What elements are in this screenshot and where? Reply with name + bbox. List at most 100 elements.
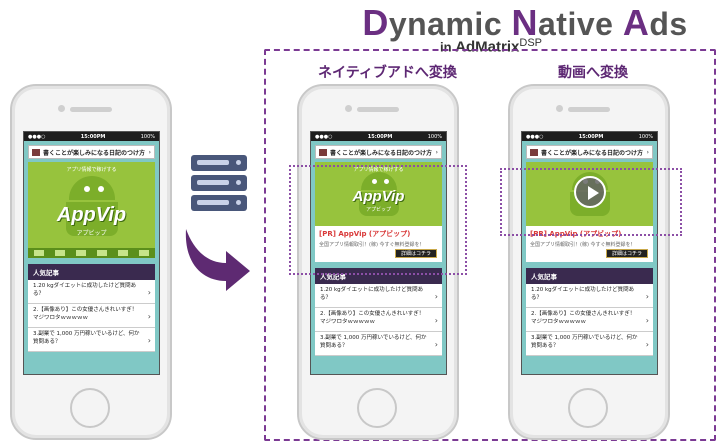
chevron-right-icon: ›: [435, 148, 438, 156]
signal-icon: ●●●○: [526, 133, 544, 140]
server-unit: [191, 175, 247, 191]
server-unit: [191, 195, 247, 211]
creative-tagline: アプリ情報で稼げする: [353, 167, 404, 173]
signal-icon: ●●●○: [28, 133, 46, 140]
phone-screen: ●●●○ 15:00PM 100% 書くことが楽しみになる日記のつけ方 › [P…: [521, 131, 658, 375]
phone-screen: ●●●○ 15:00PM 100% 書くことが楽しみになる日記のつけ方 › アプ…: [310, 131, 447, 375]
article-text: 3.副業で 1,000 万円稼いでいるけど、何か質問ある？: [33, 331, 140, 345]
android-head-icon: [68, 176, 115, 200]
battery-level: 100%: [638, 133, 653, 140]
status-time: 15:00PM: [80, 133, 106, 140]
list-item[interactable]: 2.【画像あり】この女優さんきれいすぎ！マジワロタｗｗｗｗｗ›: [28, 304, 155, 328]
native-ad-image[interactable]: アプリ情報で稼げする AppVip アプビップ: [315, 162, 442, 226]
camera-icon: [556, 105, 563, 112]
native-ad-highlight: [289, 165, 467, 275]
native-conversion-label: ネイティブアドへ変換: [318, 65, 457, 81]
chevron-right-icon: ›: [645, 292, 649, 301]
home-button[interactable]: [568, 388, 608, 428]
android-eye-icon: [98, 186, 104, 192]
cta-button[interactable]: 詳細はコチラ: [605, 249, 648, 258]
video-conversion-label: 動画へ変換: [558, 65, 628, 81]
phone-original: ●●●○ 15:00PM 100% 書くことが楽しみになる日記のつけ方 › アプ…: [10, 84, 172, 440]
article-text: 1.20 kgダイエットに成功したけど質問ある？: [33, 283, 137, 297]
article-text: 2.【画像あり】この女優さんきれいすぎ！マジワロタｗｗｗｗｗ: [33, 307, 138, 321]
article-text: 1.20 kgダイエットに成功したけど質問ある？: [320, 287, 424, 301]
headline-title: Dynamic Native Ads: [330, 2, 720, 44]
banner-ad-creative[interactable]: アプリ情報で稼げする AppVip アプビップ: [28, 162, 155, 258]
chevron-right-icon: ›: [434, 292, 438, 301]
phone-video: ●●●○ 15:00PM 100% 書くことが楽しみになる日記のつけ方 › [P…: [508, 84, 670, 440]
article-banner-text: 書くことが楽しみになる日記のつけ方: [541, 149, 644, 157]
article-text: 3.副業で 1,000 万円稼いでいるけど、何か質問ある？: [531, 335, 638, 349]
ad-title: [PR] AppVip (アプビップ): [319, 230, 411, 238]
play-icon[interactable]: [573, 176, 606, 208]
chevron-right-icon: ›: [646, 148, 649, 156]
video-ad-highlight: [500, 168, 682, 236]
section-title: 人気記事: [526, 268, 653, 284]
popular-articles: 人気記事 1.20 kgダイエットに成功したけど質問ある？› 2.【画像あり】こ…: [315, 268, 442, 356]
status-bar: ●●●○ 15:00PM 100%: [24, 132, 159, 141]
battery-level: 100%: [427, 133, 442, 140]
list-item[interactable]: 1.20 kgダイエットに成功したけど質問ある？ ›: [526, 284, 653, 308]
signal-icon: ●●●○: [315, 133, 333, 140]
list-item[interactable]: 1.20 kgダイエットに成功したけど質問ある？ ›: [28, 280, 155, 304]
android-eye-icon: [372, 179, 377, 184]
battery-level: 100%: [140, 133, 155, 140]
book-icon: [319, 148, 327, 156]
chevron-right-icon: ›: [434, 340, 438, 349]
article-banner-text: 書くことが楽しみになる日記のつけ方: [330, 149, 433, 157]
chevron-right-icon: ›: [434, 316, 438, 325]
article-banner[interactable]: 書くことが楽しみになる日記のつけ方 ›: [315, 145, 442, 159]
android-body-icon: [65, 202, 118, 236]
popular-articles: 人気記事 1.20 kgダイエットに成功したけど質問ある？› 2.【画像あり】こ…: [28, 264, 155, 352]
native-ad-text[interactable]: [PR] AppVip (アプビップ) 全国アプリ情報取引！(稼) 今すぐ無料登…: [315, 226, 442, 262]
list-item[interactable]: 2.【画像あり】この女優さんきれいすぎ！マジワロタｗｗｗｗｗ›: [526, 308, 653, 332]
curved-arrow-icon: [185, 229, 250, 291]
list-item[interactable]: 3.副業で 1,000 万円稼いでいるけど、何か質問ある？ ›: [526, 332, 653, 356]
chevron-right-icon: ›: [645, 340, 649, 349]
phone-native: ●●●○ 15:00PM 100% 書くことが楽しみになる日記のつけ方 › アプ…: [297, 84, 459, 440]
android-eye-icon: [84, 186, 90, 192]
title-rest-1: ynamic: [388, 6, 512, 42]
android-body-icon: [358, 192, 399, 216]
ad-description: 全国アプリ情報取引！(稼) 今すぐ無料登録を！: [319, 242, 425, 248]
popular-articles: 人気記事 1.20 kgダイエットに成功したけど質問ある？ › 2.【画像あり】こ…: [526, 268, 653, 356]
android-eye-icon: [384, 179, 389, 184]
server-unit: [191, 155, 247, 171]
title-cap-n: N: [511, 2, 538, 43]
film-strip: [28, 248, 155, 258]
title-rest-3: ds: [649, 6, 688, 42]
title-rest-2: ative: [538, 6, 623, 42]
video-ad-player[interactable]: [526, 162, 653, 226]
speaker-grille: [357, 107, 399, 112]
title-cap-a: A: [622, 2, 650, 43]
list-item[interactable]: 1.20 kgダイエットに成功したけど質問ある？ ›: [315, 284, 442, 308]
book-icon: [530, 148, 538, 156]
creative-tagline: アプリ情報で稼げする: [66, 167, 117, 173]
converted-ads-frame: [264, 49, 716, 441]
article-banner[interactable]: 書くことが楽しみになる日記のつけ方 ›: [28, 145, 155, 159]
chevron-right-icon: ›: [645, 316, 649, 325]
subtitle-dsp: DSP: [519, 37, 542, 49]
ad-description: 全国アプリ情報取引！(稼) 今すぐ無料登録を！: [530, 242, 636, 248]
home-button[interactable]: [357, 388, 397, 428]
status-time: 15:00PM: [578, 133, 604, 140]
server-icon: [191, 155, 247, 215]
article-banner[interactable]: 書くことが楽しみになる日記のつけ方 ›: [526, 145, 653, 159]
subtitle-brand: AdMatrix: [455, 38, 520, 56]
home-button[interactable]: [70, 388, 110, 428]
list-item[interactable]: 3.副業で 1,000 万円稼いでいるけど、何か質問ある？›: [28, 328, 155, 352]
article-text: 1.20 kgダイエットに成功したけど質問ある？: [531, 287, 635, 301]
status-bar: ●●●○ 15:00PM 100%: [311, 132, 446, 141]
chevron-right-icon: ›: [147, 288, 151, 297]
camera-icon: [345, 105, 352, 112]
cta-button[interactable]: 詳細はコチラ: [394, 249, 437, 258]
list-item[interactable]: 3.副業で 1,000 万円稼いでいるけど、何か質問ある？›: [315, 332, 442, 356]
list-item[interactable]: 2.【画像あり】この女優さんきれいすぎ！マジワロタｗｗｗｗｗ›: [315, 308, 442, 332]
status-time: 15:00PM: [367, 133, 393, 140]
title-cap-d: D: [362, 2, 389, 43]
speaker-grille: [568, 107, 610, 112]
headline-subtitle: in AdMatrixDSP: [440, 37, 542, 55]
appvip-logo: AppVip: [56, 204, 127, 226]
article-banner-text: 書くことが楽しみになる日記のつけ方: [43, 149, 146, 157]
